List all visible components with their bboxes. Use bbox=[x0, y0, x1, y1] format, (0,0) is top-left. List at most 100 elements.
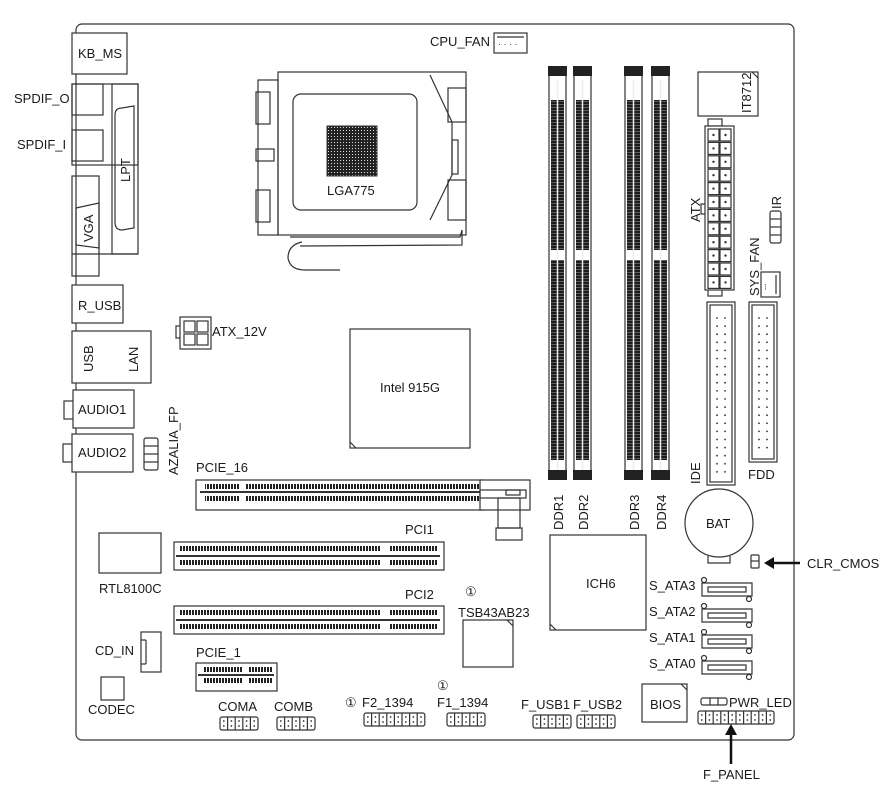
sys-fan-header: ⁝ bbox=[760, 271, 781, 298]
f2-1394-label: F2_1394 bbox=[362, 695, 413, 710]
ddr-slot: DDR3 bbox=[624, 66, 643, 530]
r-usb-port: R_USB bbox=[71, 284, 124, 324]
tsb-note-marker: ① bbox=[465, 584, 477, 599]
pcie-1-label: PCIE_1 bbox=[196, 645, 241, 660]
codec-label: CODEC bbox=[88, 702, 135, 717]
usb-label: USB bbox=[81, 345, 96, 372]
rtl8100c-chip: RTL8100C bbox=[98, 532, 162, 596]
northbridge-chip: Intel 915G bbox=[349, 328, 471, 449]
ich6-label: ICH6 bbox=[586, 576, 616, 591]
audio2-label: AUDIO2 bbox=[78, 445, 126, 460]
sata-label: S_ATA1 bbox=[649, 630, 695, 645]
fdd-label: FDD bbox=[748, 467, 775, 482]
sata-label: S_ATA0 bbox=[649, 656, 695, 671]
pci2-slot bbox=[173, 605, 445, 635]
sata-port: S_ATA2 bbox=[649, 602, 753, 629]
ddr-slot: DDR1 bbox=[548, 66, 567, 530]
kb-ms-port: KB_MS bbox=[71, 32, 128, 75]
f2-1394-header bbox=[363, 712, 426, 727]
r-usb-label: R_USB bbox=[78, 298, 121, 313]
kb-ms-label: KB_MS bbox=[78, 46, 122, 61]
pwr-led-header bbox=[700, 697, 728, 706]
pci1-label: PCI1 bbox=[405, 522, 434, 537]
bios-label: BIOS bbox=[650, 697, 681, 712]
pci1-slot bbox=[173, 541, 445, 571]
clr-cmos-jumper bbox=[750, 554, 760, 569]
coma-label: COMA bbox=[218, 699, 257, 714]
cpu-fan-header: · · · · bbox=[493, 32, 528, 54]
svg-text:· · · ·: · · · · bbox=[498, 39, 518, 49]
f-usb2-header bbox=[576, 714, 616, 729]
azalia-fp-label: AZALIA_FP bbox=[166, 406, 181, 475]
fdd-connector bbox=[748, 301, 778, 463]
battery-label: BAT bbox=[706, 516, 730, 531]
pcie-16-slot bbox=[195, 479, 531, 541]
ir-header bbox=[769, 210, 782, 244]
f2-note-marker: ① bbox=[345, 695, 357, 710]
ddr-slot: DDR4 bbox=[651, 66, 670, 530]
sys-fan-label: SYS_FAN bbox=[747, 237, 762, 296]
azalia-fp-header bbox=[143, 437, 159, 471]
clr-cmos-label: CLR_CMOS bbox=[807, 556, 880, 571]
coma-header bbox=[219, 716, 259, 731]
ddr-label: DDR1 bbox=[551, 495, 566, 530]
tsb43ab23-label: TSB43AB23 bbox=[458, 605, 530, 620]
northbridge-label: Intel 915G bbox=[380, 380, 440, 395]
rtl8100c-label: RTL8100C bbox=[99, 581, 162, 596]
comb-header bbox=[276, 716, 316, 731]
cd-in-label: CD_IN bbox=[95, 643, 134, 658]
atx-12v-connector bbox=[175, 316, 212, 350]
cpu-socket-label: LGA775 bbox=[327, 183, 375, 198]
f-panel-arrow-icon bbox=[725, 724, 737, 764]
bios-chip: BIOS bbox=[641, 683, 688, 723]
cpu-fan-label: CPU_FAN bbox=[430, 34, 490, 49]
f-usb1-header bbox=[532, 714, 572, 729]
f-usb1-label: F_USB1 bbox=[521, 697, 570, 712]
sata-port: S_ATA3 bbox=[649, 576, 753, 603]
f1-1394-label: F1_1394 bbox=[437, 695, 488, 710]
spdif-o-label: SPDIF_O bbox=[14, 91, 70, 106]
f-panel-header bbox=[697, 710, 775, 725]
pci2-label: PCI2 bbox=[405, 587, 434, 602]
ddr-label: DDR3 bbox=[627, 495, 642, 530]
ich6-chip: ICH6 bbox=[549, 534, 647, 631]
svg-text:⁝: ⁝ bbox=[764, 282, 767, 292]
clr-cmos-arrow-icon bbox=[764, 557, 800, 569]
audio2-port: AUDIO2 bbox=[62, 433, 134, 473]
cpu-socket: LGA775 bbox=[255, 71, 467, 271]
atx-label: ATX bbox=[688, 197, 703, 222]
sata-port: S_ATA0 bbox=[649, 654, 753, 681]
atx-power-connector bbox=[700, 118, 735, 297]
f-usb2-label: F_USB2 bbox=[573, 697, 622, 712]
tsb43ab23-chip bbox=[462, 619, 514, 668]
ddr-slot: DDR2 bbox=[573, 66, 592, 530]
lpt-label: LPT bbox=[118, 158, 133, 182]
comb-label: COMB bbox=[274, 699, 313, 714]
it8712-label: IT8712 bbox=[739, 73, 754, 113]
sata-port: S_ATA1 bbox=[649, 628, 753, 655]
pcie-16-label: PCIE_16 bbox=[196, 460, 248, 475]
ddr-slots: DDR1 DDR2 DDR3 DDR4 bbox=[548, 66, 670, 530]
ddr-label: DDR2 bbox=[576, 495, 591, 530]
battery: BAT bbox=[684, 488, 754, 564]
f1-1394-header bbox=[446, 712, 486, 727]
audio1-port: AUDIO1 bbox=[63, 389, 135, 429]
atx-12v-label: ATX_12V bbox=[212, 324, 267, 339]
spdif-i-label: SPDIF_I bbox=[17, 137, 66, 152]
f-panel-label: F_PANEL bbox=[703, 767, 760, 782]
spdif-lpt-block: LPT bbox=[71, 83, 139, 255]
sata-label: S_ATA2 bbox=[649, 604, 695, 619]
pwr-led-label: PWR_LED bbox=[729, 695, 792, 710]
pcie-1-slot bbox=[195, 662, 278, 692]
ide-connector bbox=[706, 301, 736, 486]
vga-port: VGA bbox=[71, 175, 138, 277]
codec-chip: CODEC bbox=[88, 676, 135, 717]
ddr-label: DDR4 bbox=[654, 495, 669, 530]
vga-label: VGA bbox=[81, 214, 96, 242]
cd-in-header bbox=[140, 631, 162, 673]
it8712-chip: IT8712 bbox=[697, 71, 759, 117]
ir-label: IR bbox=[769, 196, 784, 209]
ide-label: IDE bbox=[688, 462, 703, 484]
lan-label: LAN bbox=[126, 347, 141, 372]
